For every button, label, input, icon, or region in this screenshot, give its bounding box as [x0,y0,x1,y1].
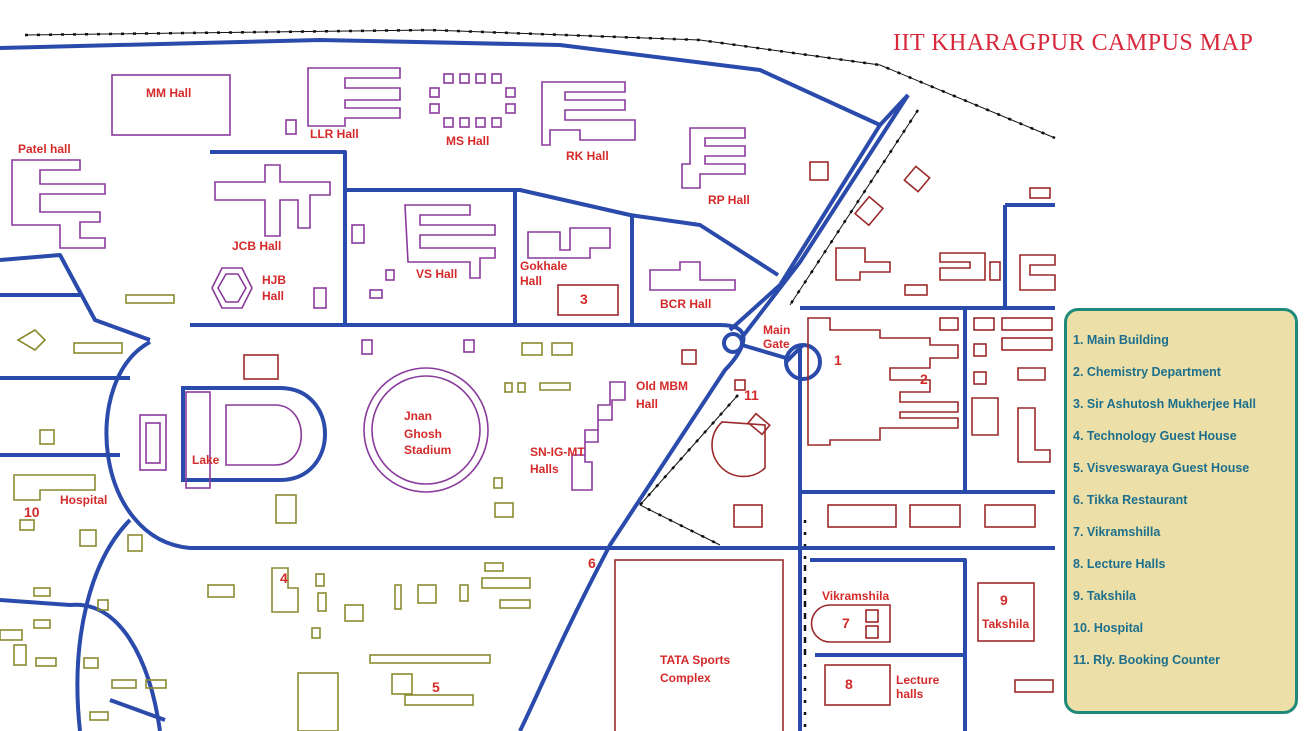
legend-item: 4. Technology Guest House [1073,429,1237,443]
label-ms-hall: MS Hall [446,134,489,148]
label-patel-hall: Patel hall [18,142,71,156]
label-rk-hall: RK Hall [566,149,609,163]
map-markers: 1 2 3 4 5 6 7 8 9 10 11 [24,284,1008,695]
label-tata-sports-complex: TATA Sports [660,653,731,667]
label-jcb-hall: JCB Hall [232,239,281,253]
legend-item: 9. Takshila [1073,589,1136,603]
label-gokhale-hall-2: Hall [520,274,542,288]
jcb-hall-building [214,164,331,237]
legend-item: 6. Tikka Restaurant [1073,493,1188,507]
label-hjb-hall-2: Hall [262,289,284,303]
label-sn-ig-mt-halls: SN-IG-MT [530,445,585,459]
label-lecture-halls: Lecture [896,673,940,687]
residential-buildings[interactable] [0,294,573,731]
label-gokhale-hall: Gokhale [520,259,568,273]
ms-hall-building [429,73,516,128]
lake-shape [225,404,303,466]
label-hospital: Hospital [60,493,107,507]
label-hjb-hall: HJB [262,273,286,287]
academic-buildings[interactable] [243,161,1056,731]
map-title: IIT KHARAGPUR CAMPUS MAP [893,30,1254,56]
stadium-outer [363,367,489,493]
lecture-halls-building [824,664,891,706]
label-main-gate: Main [763,323,790,337]
label-lecture-halls-2: halls [896,687,924,701]
label-lake: Lake [192,453,220,467]
label-tata-sports-complex-2: Complex [660,671,711,685]
sn-ig-mt-halls-building [571,381,626,491]
label-stadium: Jnan [404,409,432,423]
marker-4: 4 [280,570,288,586]
label-old-mbm-hall: Old MBM [636,379,688,393]
marker-3: 3 [580,291,588,307]
main-building [807,317,959,446]
label-mm-hall: MM Hall [146,86,191,100]
bcr-hall-building [649,261,736,291]
mm-hall-building [111,74,231,136]
hall-buildings[interactable] [11,67,746,493]
hjb-hall-building [211,267,253,309]
marker-2: 2 [920,371,928,387]
legend-item: 5. Visveswaraya Guest House [1073,461,1250,475]
map-legend: 1. Main Building 2. Chemistry Department… [1064,308,1298,714]
label-bcr-hall: BCR Hall [660,297,711,311]
marker-5: 5 [432,679,440,695]
marker-8: 8 [845,676,853,692]
label-sn-ig-mt-halls-2: Halls [530,462,559,476]
marker-1: 1 [834,352,842,368]
vikramshila-building [810,604,891,643]
legend-item: 2. Chemistry Department [1073,365,1221,379]
rly-booking-building [711,421,766,478]
rp-hall-building [681,127,746,189]
vs-hall-building [404,204,496,279]
marker-6: 6 [588,555,596,571]
rk-hall-building [541,81,636,146]
map-labels: MM Hall LLR Hall MS Hall RK Hall RP Hall… [18,86,1029,701]
legend-item: 11. Rly. Booking Counter [1073,653,1221,667]
hospital-building [13,474,96,501]
label-vikramshila: Vikramshila [822,589,889,603]
label-takshila: Takshila [982,617,1029,631]
lake-loop [181,386,327,482]
label-main-gate-2: Gate [763,337,790,351]
marker-10: 10 [24,504,40,520]
tata-sports-complex-building [614,559,784,731]
label-vs-hall: VS Hall [416,267,457,281]
legend-item: 1. Main Building [1073,333,1169,347]
main-gate-roundabout[interactable] [722,332,822,381]
label-rp-hall: RP Hall [708,193,750,207]
marker-11: 11 [744,387,759,403]
legend-list: 1. Main Building 2. Chemistry Department… [1067,311,1295,685]
label-old-mbm-hall-2: Hall [636,397,658,411]
legend-item: 7. Vikramshilla [1073,525,1161,539]
marker-9: 9 [1000,592,1008,608]
railway-line [24,29,1056,546]
label-stadium-2: Ghosh [404,427,442,441]
legend-item: 10. Hospital [1073,621,1144,635]
legend-item: 3. Sir Ashutosh Mukherjee Hall [1073,397,1256,411]
marker-7: 7 [842,615,850,631]
patel-hall-building [11,159,106,249]
road-network[interactable] [0,38,1055,731]
takshila-building [977,582,1035,642]
tech-guest-house-building [271,567,299,613]
legend-item: 8. Lecture Halls [1073,557,1166,571]
gokhale-hall-building [527,227,611,259]
llr-hall-building [307,67,401,127]
label-llr-hall: LLR Hall [310,127,359,141]
visveswaraya-guest-house-building [369,654,491,664]
label-stadium-3: Stadium [404,443,451,457]
